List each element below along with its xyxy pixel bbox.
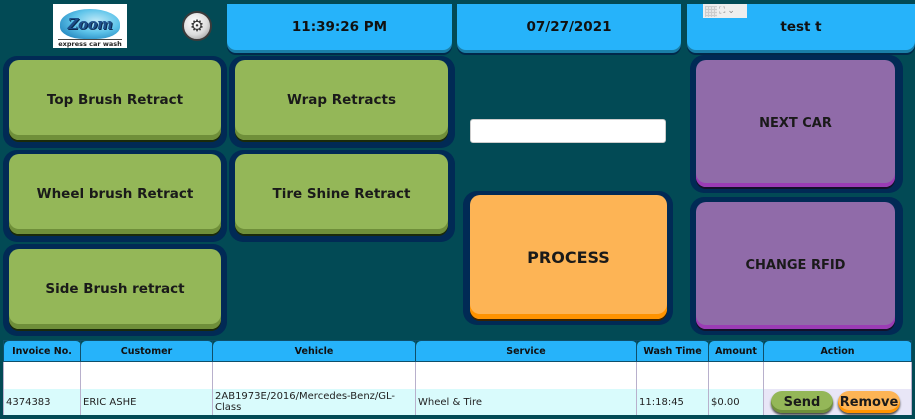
- rfid-input[interactable]: [470, 119, 666, 143]
- column-header-wash-time[interactable]: Wash Time: [636, 340, 709, 362]
- process-button[interactable]: PROCESS: [470, 195, 667, 319]
- vehicle-cell: 2AB1973E/2016/Mercedes-Benz/GL-Class: [212, 389, 416, 415]
- column-header-action[interactable]: Action: [763, 340, 912, 362]
- mini-toolbar[interactable]: ⛶ ⌄: [703, 4, 747, 18]
- chevron-down-icon[interactable]: ⌄: [727, 6, 735, 16]
- wrap-retracts-button[interactable]: Wrap Retracts: [235, 60, 448, 140]
- settings-button[interactable]: ⚙: [182, 11, 212, 41]
- change-rfid-button[interactable]: CHANGE RFID: [696, 202, 895, 329]
- send-button[interactable]: Send: [771, 391, 833, 413]
- side-brush-retract-button[interactable]: Side Brush retract: [9, 249, 221, 329]
- company-logo: Zoom express car wash: [53, 4, 127, 48]
- top-brush-retract-button[interactable]: Top Brush Retract: [9, 60, 221, 140]
- remove-button[interactable]: Remove: [838, 391, 900, 413]
- table-header-row: Invoice No. Customer Vehicle Service Was…: [3, 340, 912, 362]
- column-header-vehicle[interactable]: Vehicle: [212, 340, 416, 362]
- table-row[interactable]: 4374383 ERIC ASHE 2AB1973E/2016/Mercedes…: [3, 389, 912, 415]
- column-header-customer[interactable]: Customer: [80, 340, 213, 362]
- logo-swirl: Zoom: [60, 9, 120, 39]
- wash-queue-table: Invoice No. Customer Vehicle Service Was…: [3, 340, 912, 415]
- grid-icon[interactable]: [705, 5, 717, 17]
- invoice-cell: 4374383: [3, 389, 81, 415]
- column-header-invoice[interactable]: Invoice No.: [3, 340, 81, 362]
- tire-shine-retract-button[interactable]: Tire Shine Retract: [235, 154, 448, 234]
- column-header-amount[interactable]: Amount: [708, 340, 764, 362]
- date-display: 07/27/2021: [457, 4, 681, 50]
- clock-display: 11:39:26 PM: [227, 4, 452, 50]
- logo-tagline: express car wash: [58, 39, 122, 48]
- customer-cell: ERIC ASHE: [80, 389, 213, 415]
- column-header-service[interactable]: Service: [415, 340, 637, 362]
- gear-icon: ⚙: [189, 16, 205, 35]
- next-car-button[interactable]: NEXT CAR: [696, 60, 895, 187]
- logo-text: Zoom: [67, 15, 113, 33]
- wheel-brush-retract-button[interactable]: Wheel brush Retract: [9, 154, 221, 234]
- expand-icon[interactable]: ⛶: [719, 6, 726, 16]
- amount-cell: $0.00: [708, 389, 764, 415]
- service-cell: Wheel & Tire: [415, 389, 637, 415]
- wash-time-cell: 11:18:45: [636, 389, 709, 415]
- table-spacer-row: [3, 361, 912, 389]
